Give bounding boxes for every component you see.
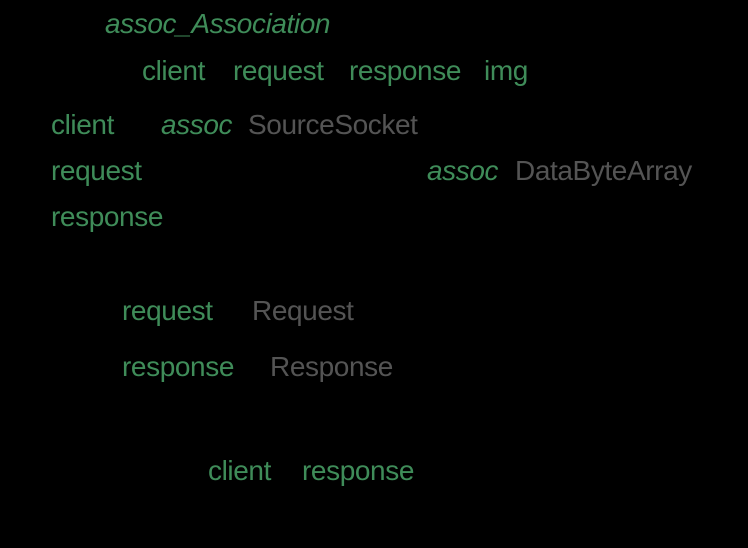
token-string-response: Response — [270, 351, 393, 382]
token-local-response: response — [302, 455, 414, 486]
token-string-sourcesocket: SourceSocket — [248, 109, 418, 140]
token-local-client: client — [51, 109, 114, 140]
token-string-request: Request — [252, 295, 354, 326]
token-local-request: request — [51, 155, 142, 186]
token-local-img: img — [484, 55, 528, 86]
token-local-client: client — [208, 455, 271, 486]
token-string-databytearray: DataByteArray — [515, 155, 692, 186]
token-local-client: client — [142, 55, 205, 86]
token-pattern-assoc-association: assoc_Association — [105, 8, 331, 39]
token-pattern-assoc: assoc — [161, 109, 233, 140]
token-local-request: request — [122, 295, 213, 326]
token-local-response: response — [349, 55, 461, 86]
token-local-response: response — [51, 201, 163, 232]
token-pattern-assoc: assoc — [427, 155, 499, 186]
token-local-response: response — [122, 351, 234, 382]
token-local-request: request — [233, 55, 324, 86]
